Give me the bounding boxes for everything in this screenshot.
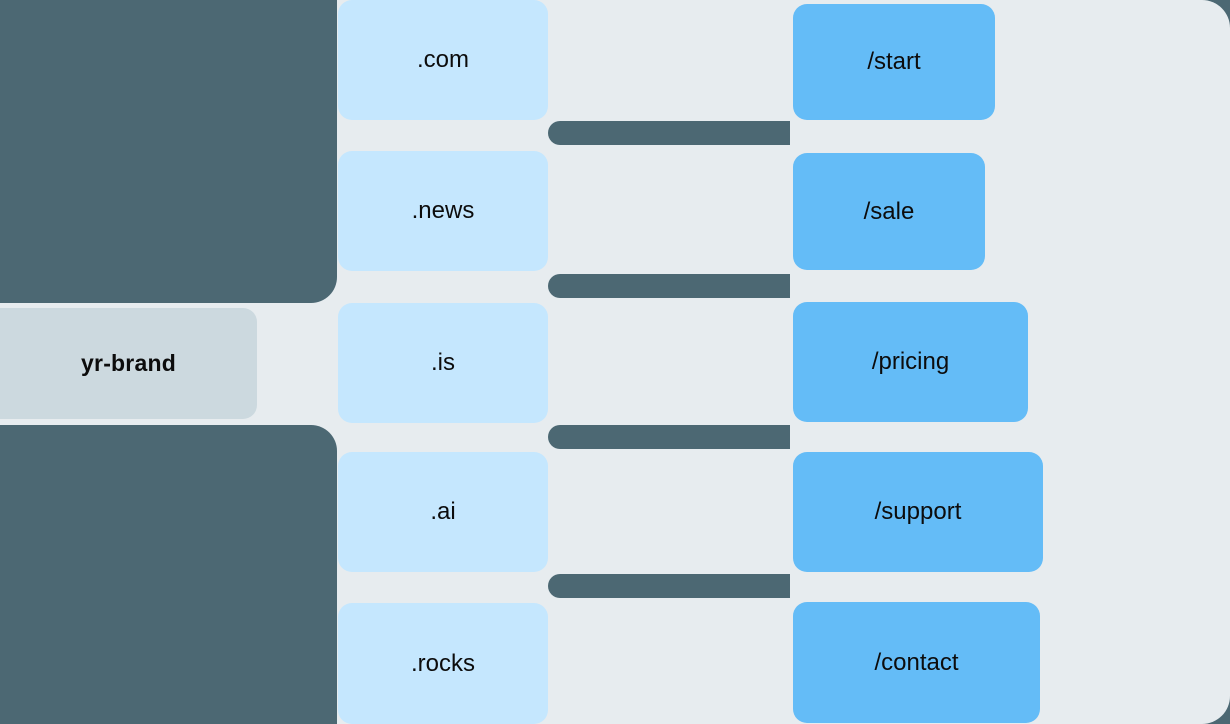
tld-node-news[interactable]: .news [338, 151, 548, 271]
trunk-block-top [0, 0, 337, 303]
trunk-block-bottom [0, 425, 337, 724]
path-node-contact[interactable]: /contact [793, 602, 1040, 723]
tld-node-ai[interactable]: .ai [338, 452, 548, 572]
tld-node-label: .com [416, 46, 469, 73]
connector-bar-3 [548, 425, 790, 449]
tld-node-label: .ai [430, 498, 456, 525]
tld-node-is[interactable]: .is [338, 303, 548, 423]
path-node-label: /start [867, 48, 921, 75]
tld-node-label: .is [431, 349, 455, 376]
path-node-start[interactable]: /start [793, 4, 995, 120]
path-node-label: /sale [863, 197, 915, 225]
tld-node-label: .news [411, 197, 475, 224]
tld-node-rocks[interactable]: .rocks [338, 603, 548, 724]
root-node[interactable]: yr-brand [0, 308, 257, 419]
connector-bar-1 [548, 121, 790, 145]
path-node-sale[interactable]: /sale [793, 153, 985, 270]
path-node-support[interactable]: /support [793, 452, 1043, 572]
path-node-label: /pricing [871, 348, 950, 375]
path-node-label: /support [874, 498, 962, 525]
tld-node-com[interactable]: .com [338, 0, 548, 120]
root-node-label: yr-brand [81, 350, 176, 376]
path-node-label: /contact [874, 648, 959, 676]
connector-bar-4 [548, 574, 790, 598]
tld-node-label: .rocks [410, 649, 475, 677]
path-node-pricing[interactable]: /pricing [793, 302, 1028, 422]
connector-bar-2 [548, 274, 790, 298]
